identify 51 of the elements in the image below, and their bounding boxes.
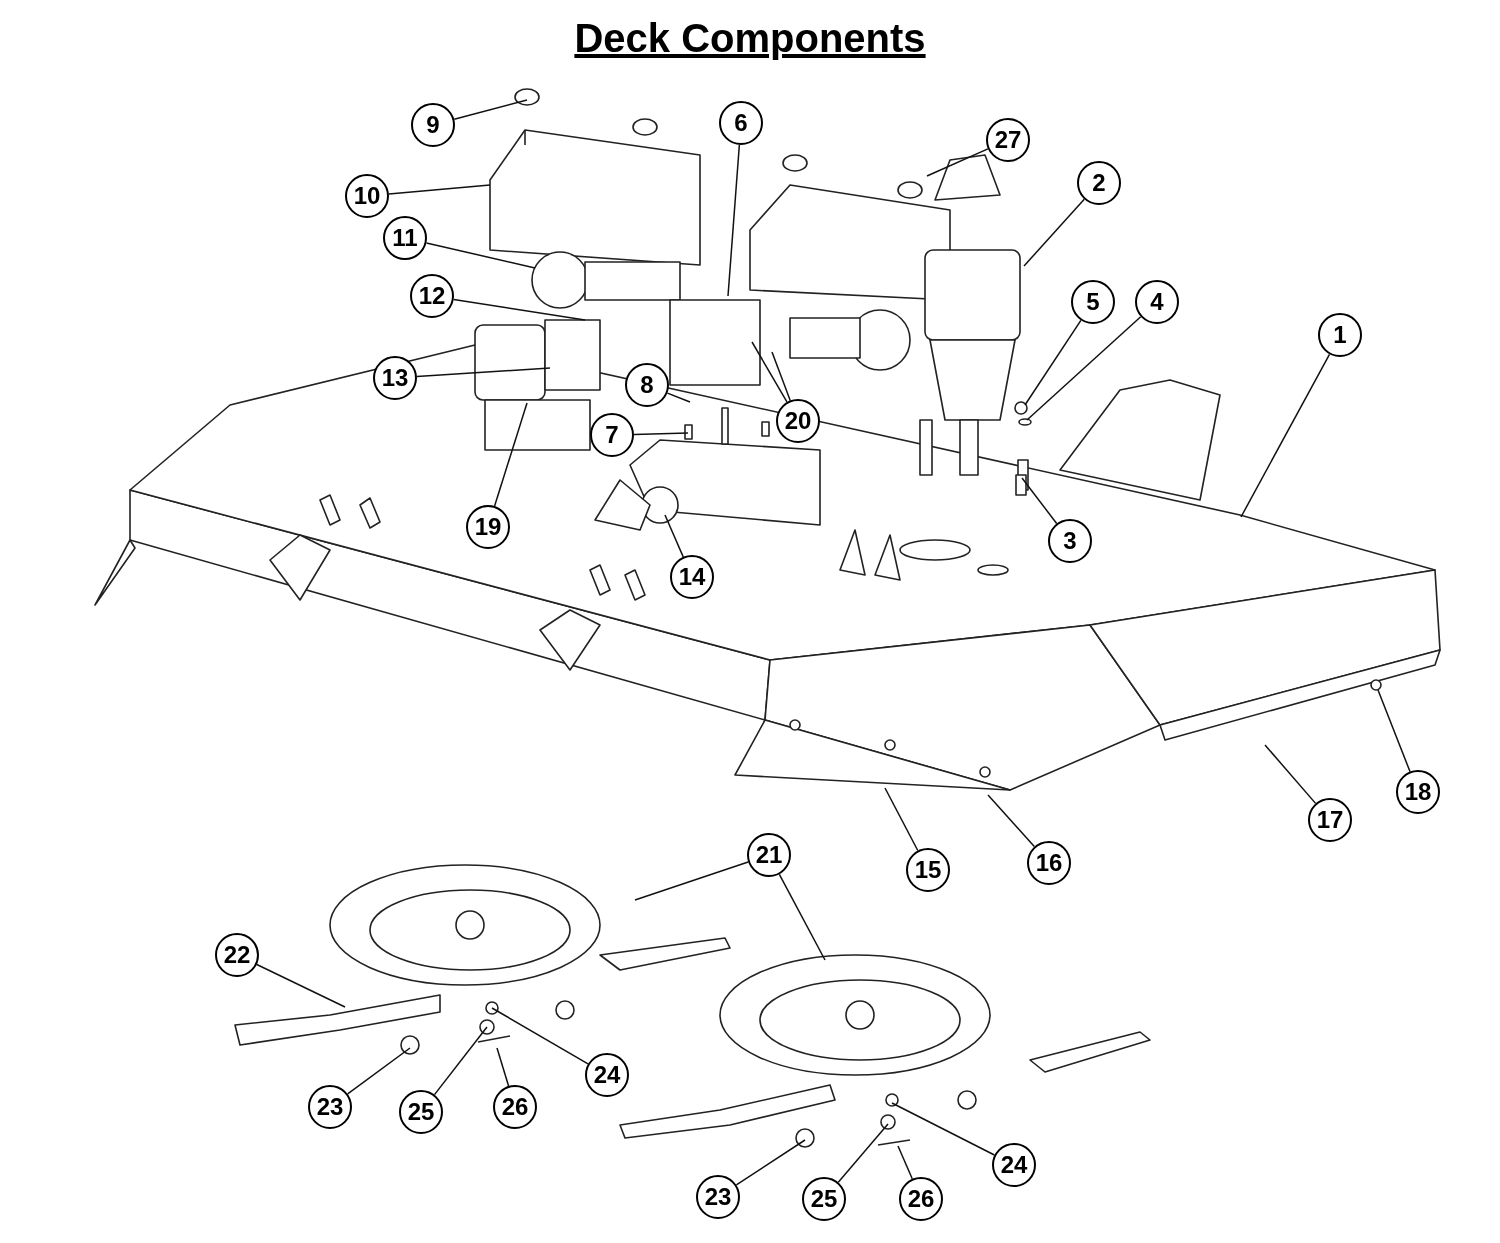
callout-number: 27 (986, 118, 1030, 162)
leader-line (987, 794, 1036, 848)
leader-line (897, 1145, 913, 1180)
callout-number: 8 (625, 363, 669, 407)
leader-line (346, 1047, 411, 1095)
callout-number: 18 (1396, 770, 1440, 814)
leader-line (1021, 477, 1058, 525)
callout-number: 22 (215, 933, 259, 977)
callout-number: 23 (696, 1175, 740, 1219)
leader-line (493, 402, 528, 507)
leader-line (496, 1047, 510, 1087)
callout-number: 4 (1135, 280, 1179, 324)
callout-number: 15 (906, 848, 950, 892)
callout-number: 2 (1077, 161, 1121, 205)
leader-line (1023, 198, 1085, 267)
leader-line (771, 351, 791, 402)
callout-number: 1 (1318, 313, 1362, 357)
callout-number: 26 (899, 1177, 943, 1221)
callout-number: 12 (410, 274, 454, 318)
title: Deck Components (574, 15, 926, 62)
leader-line (837, 1123, 889, 1183)
leader-line (1264, 744, 1317, 805)
leader-line (1024, 319, 1082, 406)
leader-line (1026, 316, 1142, 421)
leader-line (727, 144, 741, 297)
callout-number: 11 (383, 216, 427, 260)
leader-line (633, 432, 689, 436)
callout-number: 9 (411, 103, 455, 147)
callout-number: 6 (719, 101, 763, 145)
leader-line (416, 367, 551, 378)
leader-line (453, 298, 586, 321)
callout-number: 25 (802, 1177, 846, 1221)
leader-line (256, 963, 346, 1008)
callout-number: 24 (585, 1053, 629, 1097)
callout-number: 24 (992, 1143, 1036, 1187)
callout-number: 26 (493, 1085, 537, 1129)
callout-number: 25 (399, 1090, 443, 1134)
callout-number: 16 (1027, 841, 1071, 885)
callout-number: 20 (776, 399, 820, 443)
callout-number: 10 (345, 174, 389, 218)
leader-line (634, 861, 749, 901)
callout-number: 5 (1071, 280, 1115, 324)
callout-number: 17 (1308, 798, 1352, 842)
leader-line (388, 184, 491, 195)
leader-line (1377, 689, 1411, 773)
leader-line (735, 1139, 806, 1186)
callout-number: 23 (308, 1085, 352, 1129)
leader-line (433, 1026, 488, 1096)
leader-line (491, 1007, 589, 1065)
leader-line (664, 514, 684, 558)
callout-number: 21 (747, 833, 791, 877)
